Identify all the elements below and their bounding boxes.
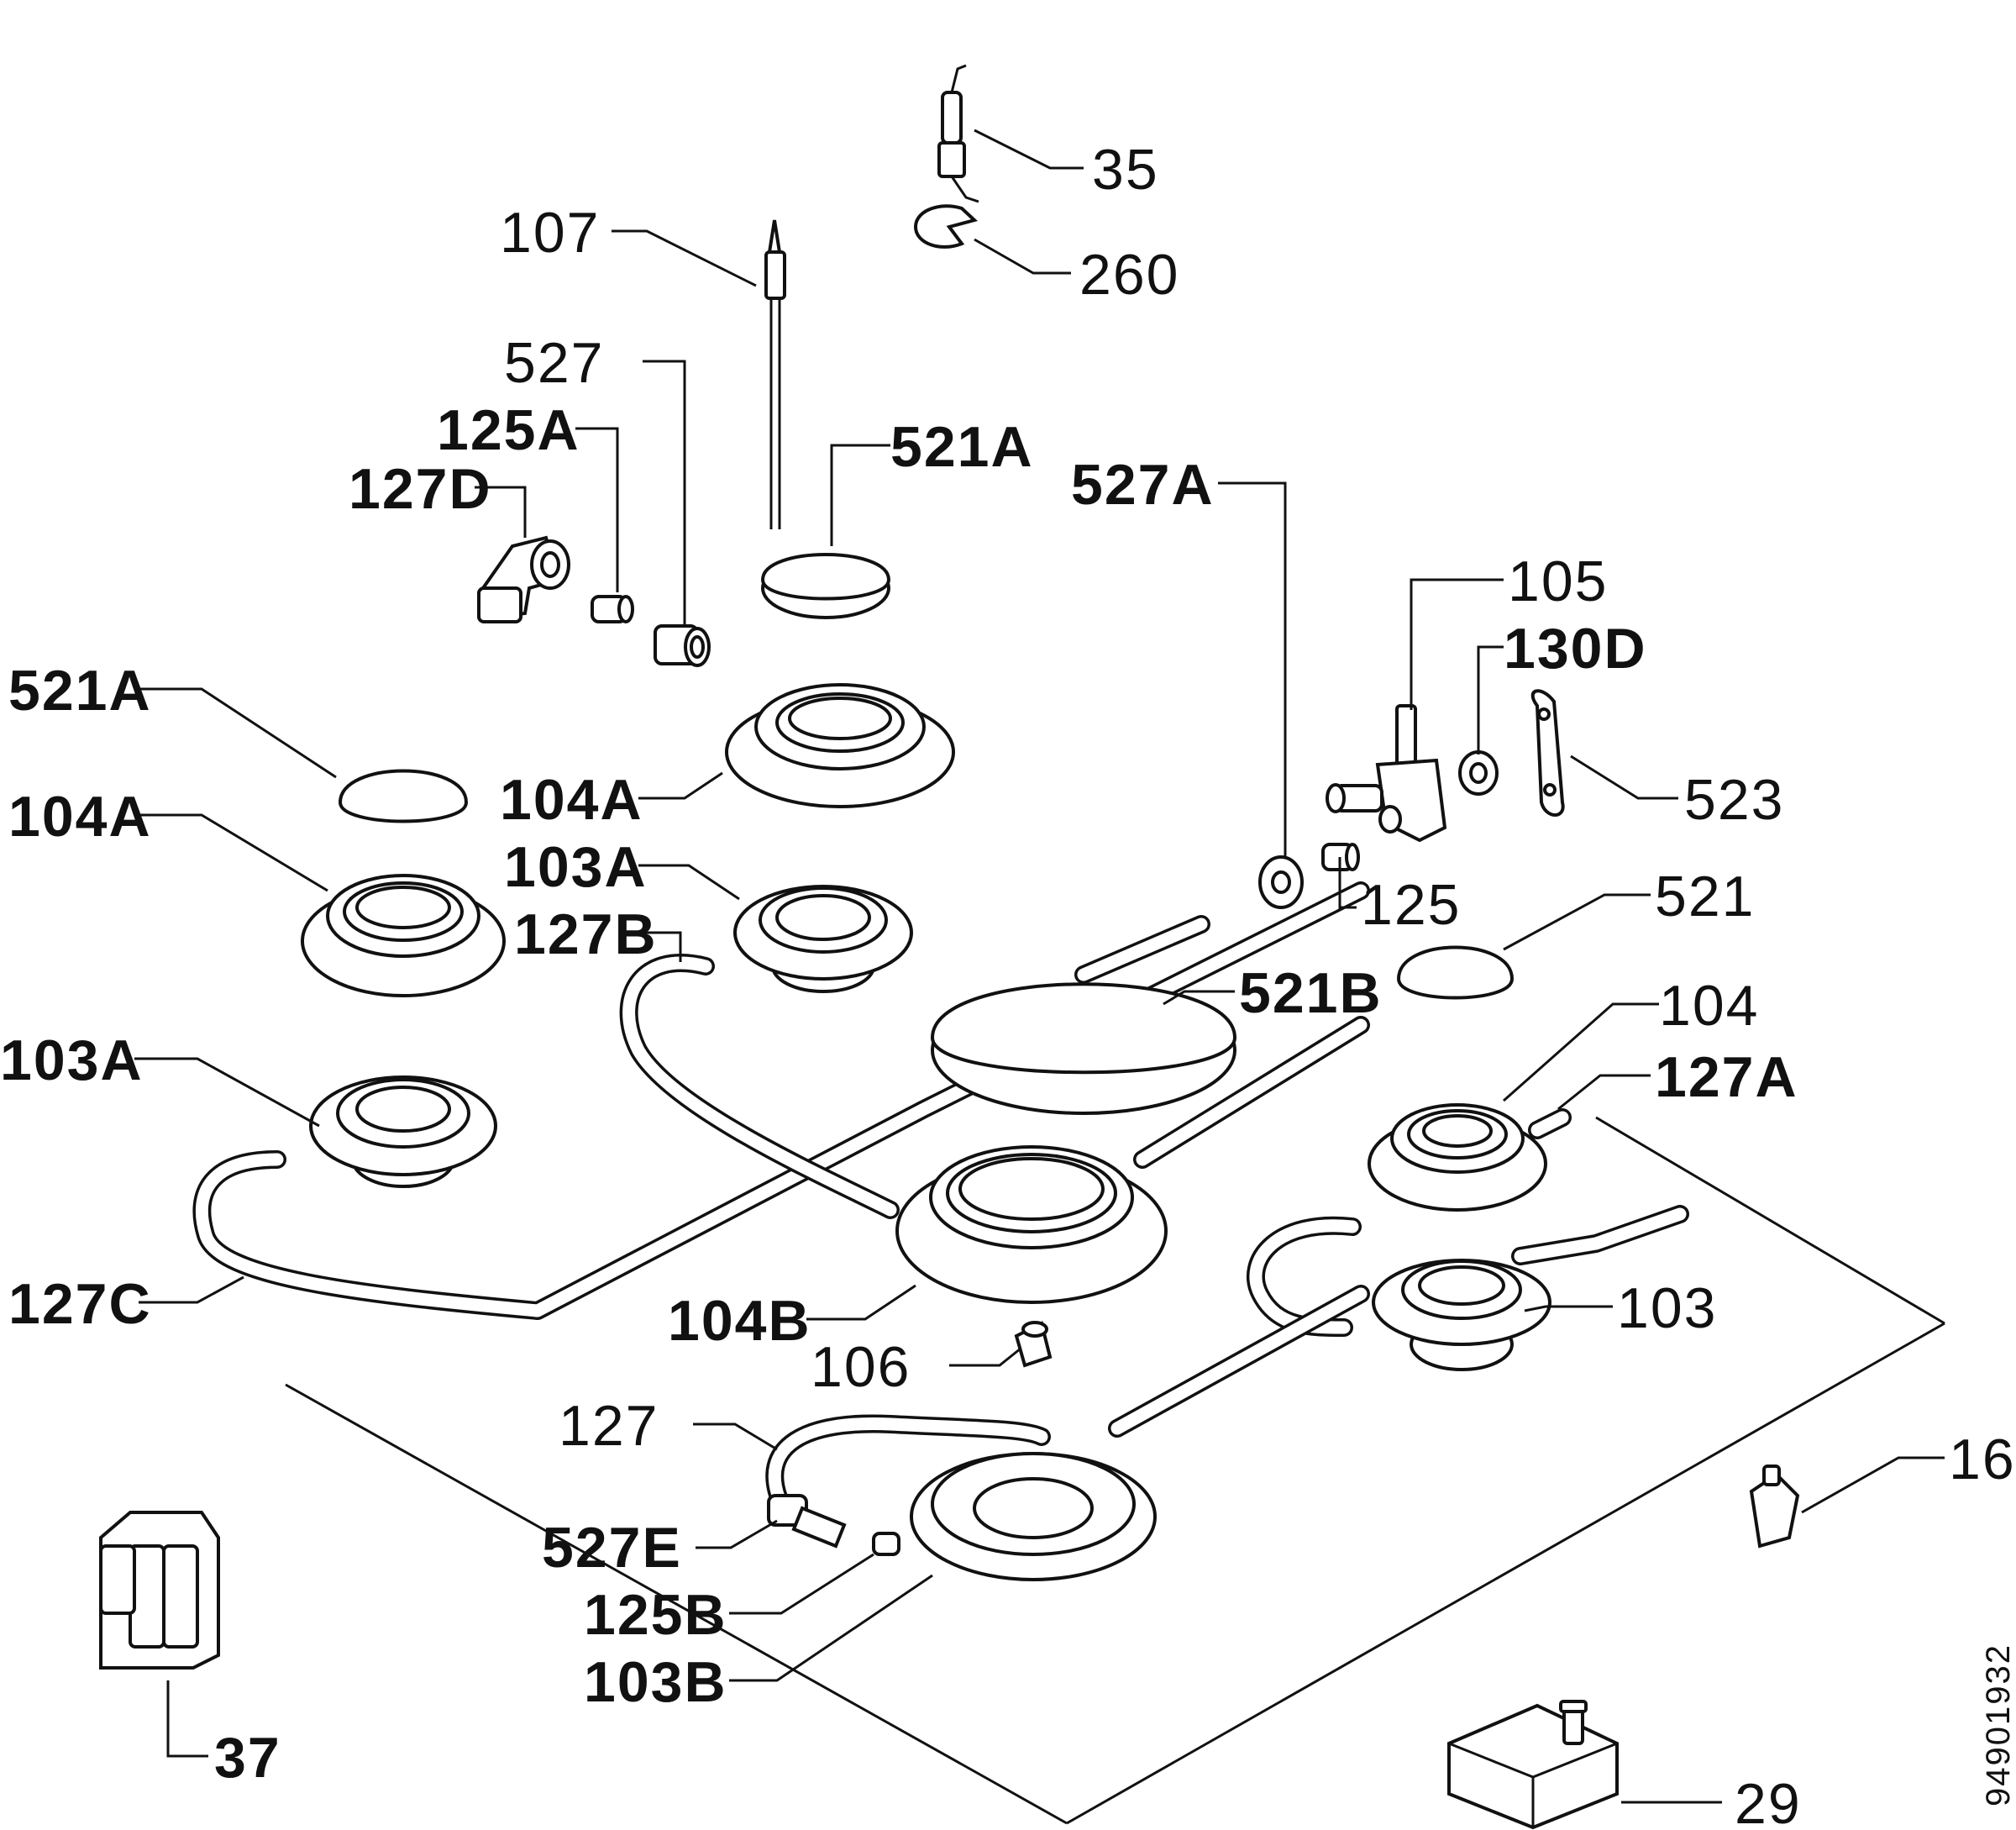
label-103B: 103B	[584, 1650, 727, 1714]
bracket-523	[1530, 689, 1565, 817]
label-105: 105	[1508, 550, 1608, 613]
label-521A-top: 521A	[890, 415, 1034, 479]
nozzle-125	[1321, 843, 1360, 871]
label-127B: 127B	[514, 902, 658, 966]
label-125B: 125B	[584, 1583, 727, 1647]
label-521: 521	[1655, 865, 1755, 928]
leader-lines	[134, 129, 1945, 1804]
fitting-527E	[767, 1494, 847, 1549]
gas-pipes	[192, 881, 1689, 1513]
washer-130D	[1458, 750, 1499, 796]
switch-block-37	[99, 1511, 220, 1670]
label-104B: 104B	[668, 1289, 811, 1353]
burner-cap-521A-left	[338, 769, 469, 823]
part-labels: 35 260 107 527 125A 127D 521A 527A 105 1…	[0, 138, 2016, 1830]
label-127A: 127A	[1655, 1045, 1798, 1109]
nozzle-125B	[872, 1532, 900, 1556]
label-106: 106	[811, 1335, 911, 1399]
label-103A-left: 103A	[0, 1028, 144, 1092]
drawing-number: 94901932	[1980, 1643, 2016, 1806]
label-29: 29	[1735, 1772, 1802, 1830]
valve-105	[1326, 704, 1447, 843]
burner-base-103	[1372, 1259, 1551, 1371]
hob-outline	[285, 1116, 1945, 1825]
label-523: 523	[1684, 768, 1784, 832]
label-107: 107	[500, 201, 600, 265]
nozzle-125A	[591, 595, 634, 623]
burner-base-103A-mid	[733, 885, 913, 993]
connector-16	[1749, 1465, 1800, 1549]
label-16: 16	[1949, 1428, 2016, 1491]
label-130D: 130D	[1504, 617, 1647, 681]
label-103: 103	[1617, 1276, 1717, 1340]
label-521B: 521B	[1239, 961, 1383, 1025]
burner-base-103B	[910, 1452, 1157, 1581]
clip-260	[913, 204, 979, 249]
label-527A: 527A	[1071, 453, 1215, 517]
burner-crown-104A-left	[301, 874, 506, 997]
burner-cap-521A-top	[760, 553, 891, 619]
label-104A-mid: 104A	[500, 768, 643, 832]
label-260: 260	[1079, 243, 1179, 307]
label-527: 527	[504, 331, 604, 395]
label-35: 35	[1092, 138, 1159, 202]
label-104A-left: 104A	[8, 785, 152, 849]
label-521A-left: 521A	[8, 659, 152, 723]
label-103A-mid: 103A	[504, 835, 648, 899]
washer-527A	[1258, 855, 1304, 909]
burner-cap-521	[1396, 945, 1515, 1000]
thermocouple-35	[937, 64, 979, 203]
burner-crown-104	[1368, 1103, 1547, 1212]
label-127D: 127D	[349, 457, 492, 521]
burner-cap-521B	[930, 982, 1237, 1115]
label-125: 125	[1361, 873, 1461, 937]
junction-box-29	[1447, 1700, 1619, 1830]
burner-crown-104B	[895, 1145, 1168, 1304]
nut-527	[654, 624, 711, 667]
injector-106	[1014, 1321, 1053, 1368]
burner-base-103A-left	[309, 1075, 497, 1188]
label-127: 127	[559, 1394, 659, 1458]
label-125A: 125A	[437, 398, 580, 462]
elbow-fitting-127D	[477, 535, 570, 623]
label-37: 37	[214, 1726, 281, 1790]
electrode-107	[764, 219, 786, 529]
label-527E: 527E	[542, 1516, 682, 1580]
label-104: 104	[1659, 974, 1759, 1038]
label-127C: 127C	[8, 1272, 152, 1336]
burner-crown-104A-mid	[725, 683, 955, 808]
